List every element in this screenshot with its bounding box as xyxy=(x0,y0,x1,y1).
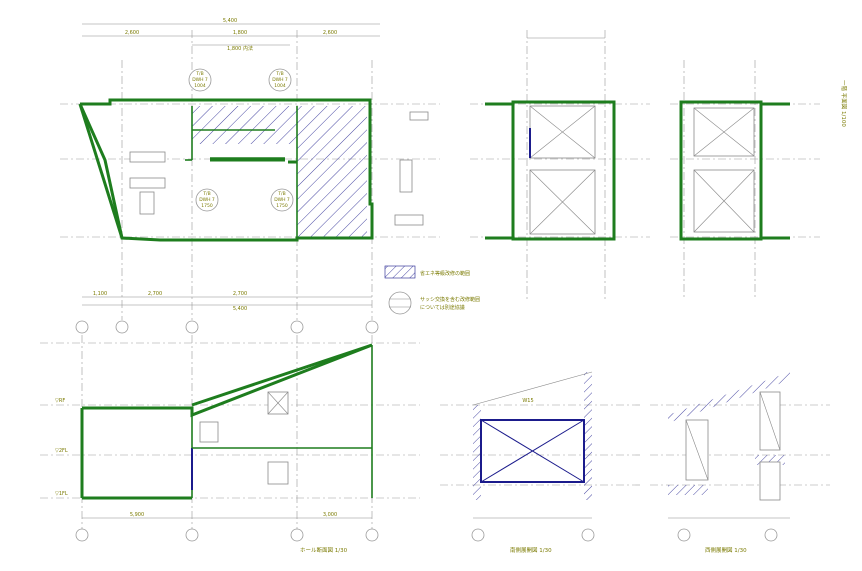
plan-inner-dim: 1,800 内法 xyxy=(227,45,253,52)
fixture-name: DWH 7 xyxy=(199,197,215,203)
section-middle: W15 南側展開図 1/30 xyxy=(440,371,640,554)
plan-bottom-dim-3: 2,700 xyxy=(233,291,247,297)
fixture-name: DWH 7 xyxy=(274,197,290,203)
section-right: 西側展開図 1/30 xyxy=(650,372,830,554)
plan-bottom-dim-2: 2,700 xyxy=(148,291,162,297)
fixture-code: T/B xyxy=(202,191,210,197)
section-middle-hatch xyxy=(473,405,481,500)
plan-top-dim-2: 1,800 xyxy=(233,30,247,36)
legend-hatch-swatch xyxy=(384,265,416,279)
fixture-code: T/B xyxy=(275,71,283,77)
fixture-code: T/B xyxy=(277,191,285,197)
legend-hatch-text: 省エネ等級改修の範囲 xyxy=(420,270,470,277)
fixture-size: 1004 xyxy=(274,83,286,89)
hatched-area-right xyxy=(297,106,367,238)
plan-top-dim-3: 2,600 xyxy=(323,30,337,36)
level-label-1fl: ▽1FL xyxy=(55,491,68,497)
right-plan-title: 一階 平面図 1/100 xyxy=(840,80,848,127)
section-mid-title: 南側展開図 1/30 xyxy=(510,546,552,554)
section-right-title: 西側展開図 1/30 xyxy=(705,546,747,554)
fixture-bubble xyxy=(195,188,219,212)
section-roof xyxy=(82,343,373,418)
fixture-size: 1004 xyxy=(194,83,206,89)
fixture-value: 1750 xyxy=(276,203,288,209)
legend-circle-text-1: サッシ交換を含む改修範囲 xyxy=(420,296,480,303)
hatched-area-left xyxy=(192,106,298,144)
fixture-bubble xyxy=(188,68,212,92)
fixture-value: 1750 xyxy=(201,203,213,209)
section-left: ▽RF ▽2FL ▽1FL 5,900 3,000 ホール断面図 1/30 xyxy=(40,335,420,554)
fixture-bubble xyxy=(268,68,292,92)
fixture-name: DWH 7 xyxy=(192,77,208,83)
plan-top-dim-1: 2,600 xyxy=(125,30,139,36)
fixture-code: T/B xyxy=(195,71,203,77)
section-left-title: ホール断面図 1/30 xyxy=(300,546,348,554)
detail-plan-right: 一階 平面図 1/100 xyxy=(670,60,848,300)
floor-plan: 5,400 2,600 1,800 2,600 1,800 内法 xyxy=(60,18,480,334)
plan-bottom-total: 5,400 xyxy=(233,306,247,312)
section-right-roof xyxy=(668,372,790,423)
plan-overall-width: 5,400 xyxy=(223,18,237,24)
fixture-bubble xyxy=(270,188,294,212)
level-label-2fl: ▽2FL xyxy=(55,448,68,454)
legend-circle-text-2: については別途協議 xyxy=(420,304,465,311)
section-bottom-dim-1: 5,900 xyxy=(130,512,144,518)
section-mid-mark: W15 xyxy=(522,398,533,404)
legend-circle-swatch xyxy=(388,291,412,315)
fixture-name: DWH 7 xyxy=(272,77,288,83)
level-label-rf: ▽RF xyxy=(55,398,65,404)
detail-plan-middle xyxy=(470,30,650,300)
section-bottom-dim-2: 3,000 xyxy=(323,512,337,518)
plan-bottom-dim-1: 1,100 xyxy=(93,291,107,297)
